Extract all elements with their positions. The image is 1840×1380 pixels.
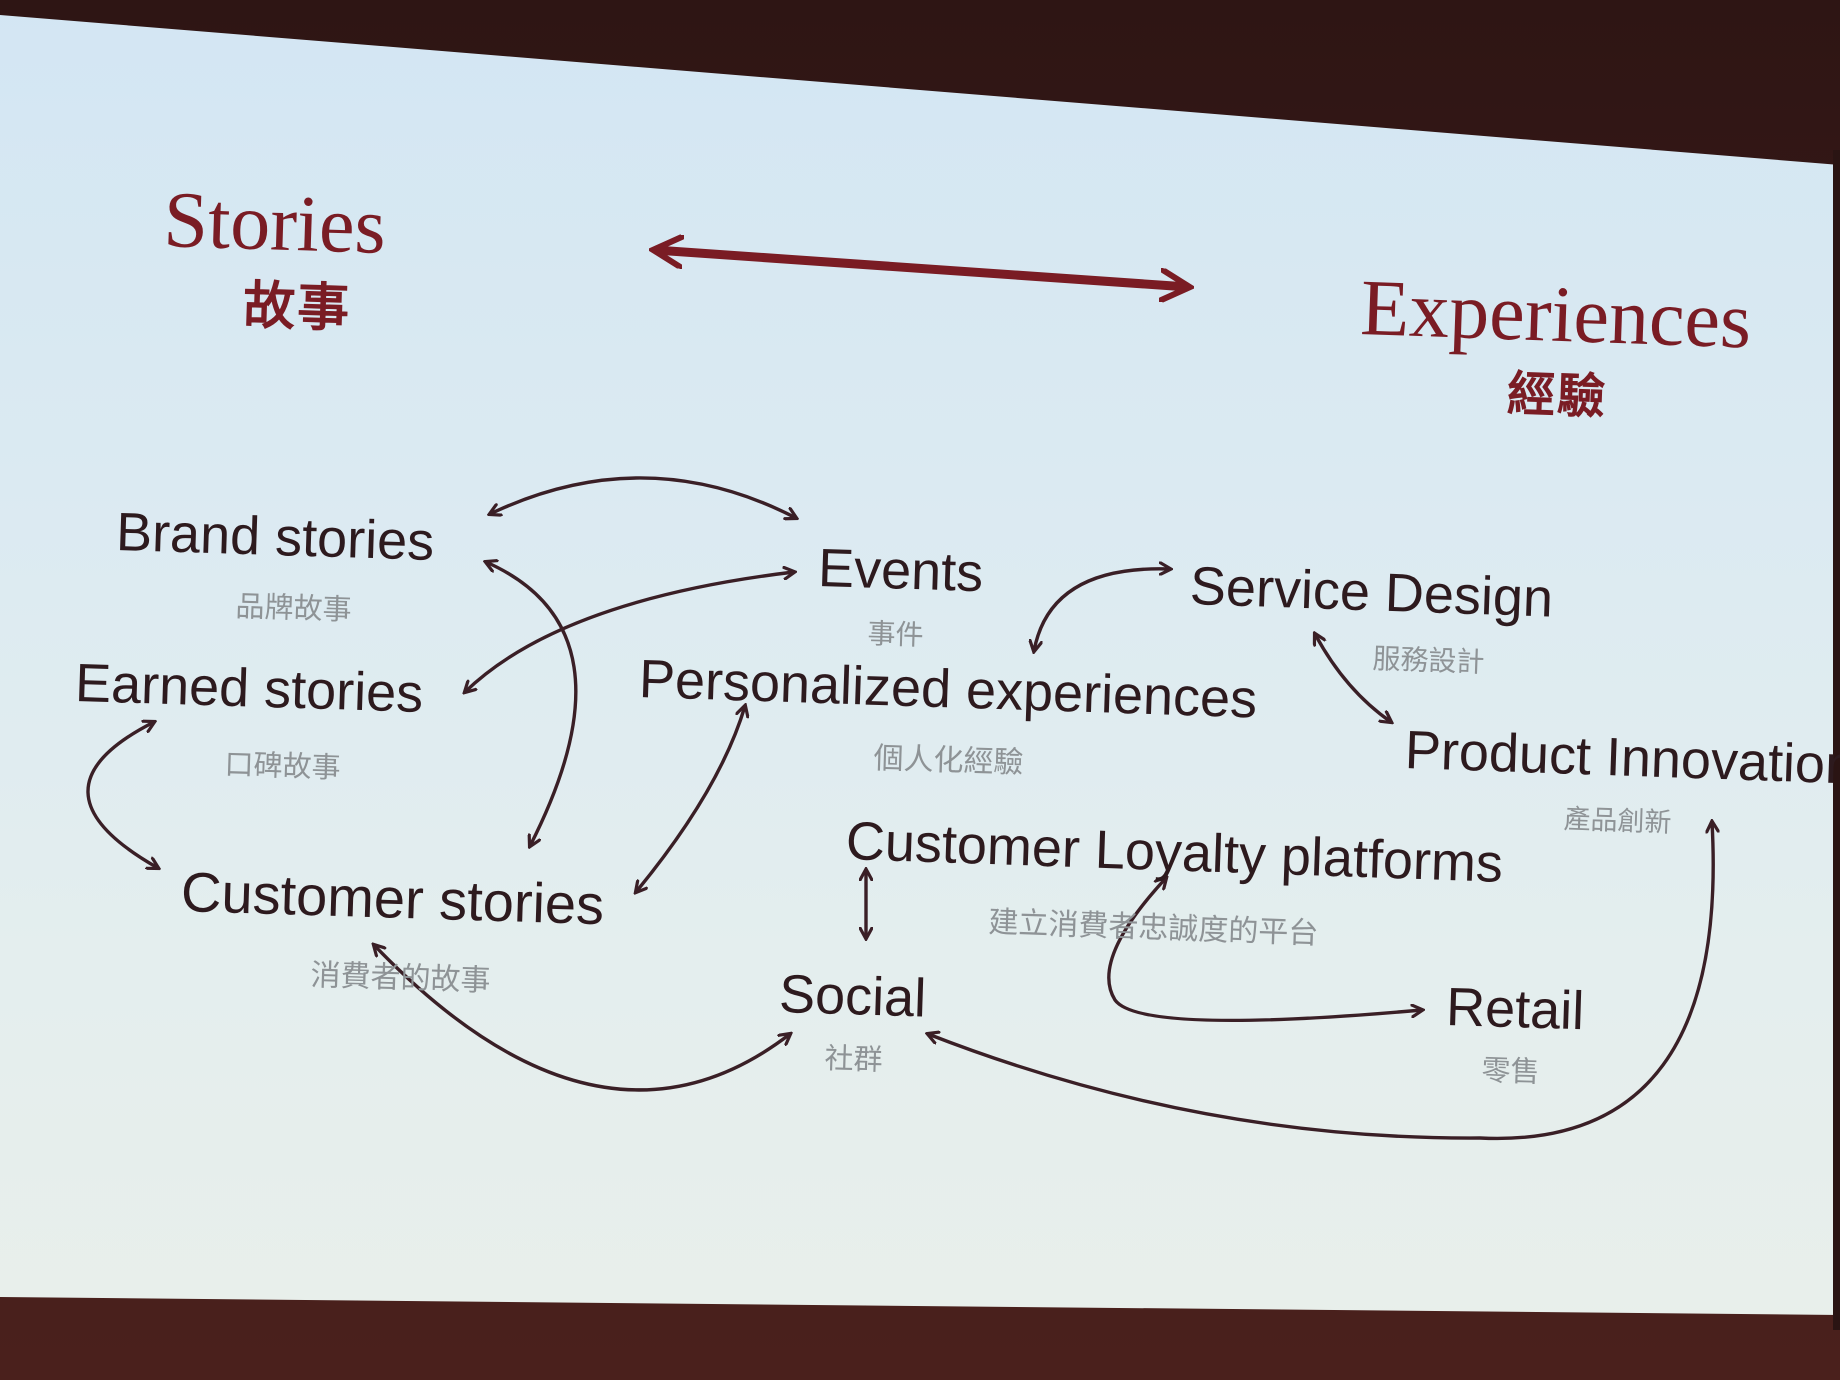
arrow-product-social [928, 822, 1713, 1141]
arrow-service-product [1315, 634, 1391, 722]
arrow-customer-personalized [636, 706, 745, 892]
node-label-zh: 產品創新 [1562, 804, 1673, 839]
node-label-zh: 口碑故事 [224, 747, 342, 785]
node-label: Social [778, 964, 928, 1029]
arrow-personalized-service [1034, 569, 1170, 651]
node-label-zh: 品牌故事 [235, 589, 353, 627]
node-label-zh: 零售 [1481, 1053, 1541, 1089]
node-label: Service Design [1189, 556, 1555, 629]
node-label-zh: 社群 [824, 1041, 884, 1077]
node-label: Product Innovation [1404, 720, 1840, 796]
heading-double-arrow [655, 250, 1188, 287]
node-label-zh: 服務設計 [1371, 642, 1486, 679]
node-label-zh: 個人化經驗 [872, 741, 1025, 781]
screen-frame-edge [1833, 150, 1840, 1330]
node-label: Customer stories [180, 860, 606, 937]
node-label: Retail [1445, 977, 1586, 1042]
arrow-brand-customer [486, 562, 578, 846]
node-label: Earned stories [74, 653, 425, 724]
arrow-brand-events [490, 476, 796, 518]
node-label: Events [817, 538, 985, 604]
node-label-zh: 消費者的故事 [309, 958, 492, 999]
arrow-customer-social [374, 945, 790, 1092]
node-label-zh: 事件 [867, 617, 925, 652]
node-label: Brand stories [115, 502, 436, 572]
arrow-earned-customer [86, 722, 158, 868]
